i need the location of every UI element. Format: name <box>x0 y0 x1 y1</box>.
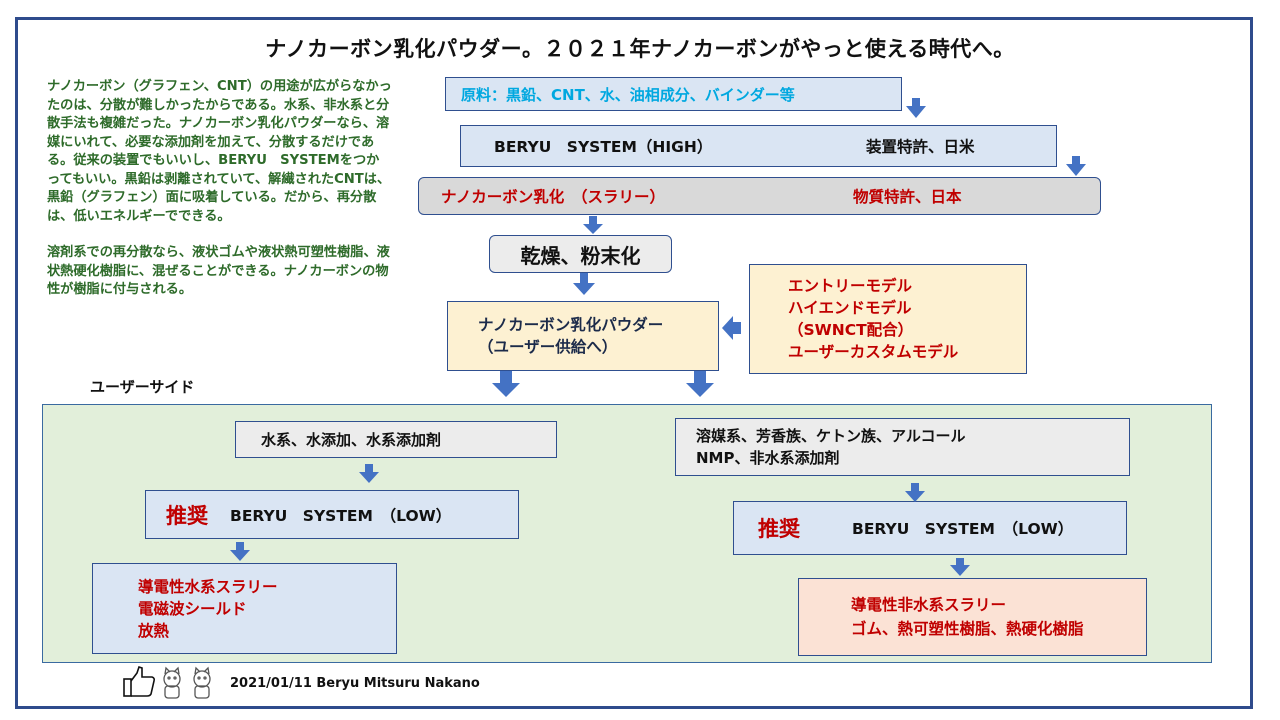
output-emi-shield: 電磁波シールド <box>138 599 247 618</box>
lucky-cat-icon-2 <box>193 666 211 699</box>
output-resins: ゴム、熱可塑性樹脂、熱硬化樹脂 <box>851 620 1084 638</box>
slurry-box: ナノカーボン乳化 （スラリー） 物質特許、日本 <box>418 177 1101 215</box>
model-entry: エントリーモデル <box>788 277 913 295</box>
raw-materials-box: 原料：黒鉛、CNT、水、油相成分、バインダー等 <box>445 77 902 111</box>
models-box: エントリーモデル ハイエンドモデル （SWNCT配合） ユーザーカスタムモデル <box>749 264 1027 374</box>
water-output-box: 導電性水系スラリー 電磁波シールド 放熱 <box>92 563 397 654</box>
slurry-label: ナノカーボン乳化 （スラリー） <box>441 188 665 206</box>
solvent-output-box: 導電性非水系スラリー ゴム、熱可塑性樹脂、熱硬化樹脂 <box>798 578 1147 656</box>
model-swnct: （SWNCT配合） <box>788 321 914 339</box>
description-para-1: ナノカーボン（グラフェン、CNT）の用途が広がらなかったのは、分散が難しかったか… <box>47 79 392 224</box>
arrow-slurry-to-dry <box>583 216 603 234</box>
solvent-system-box: 溶媒系、芳香族、ケトン族、アルコール NMP、非水系添加剤 <box>675 418 1130 476</box>
raw-materials-label: 原料：黒鉛、CNT、水、油相成分、バインダー等 <box>461 85 795 104</box>
device-patent-label: 装置特許、日米 <box>866 138 975 156</box>
solvent-system-label-2: NMP、非水系添加剤 <box>696 449 840 467</box>
description-text: ナノカーボン（グラフェン、CNT）の用途が広がらなかったのは、分散が難しかったか… <box>47 78 392 300</box>
right-system-low-label: BERYU SYSTEM （LOW） <box>852 520 1074 538</box>
page-title: ナノカーボン乳化パウダー。２０２１年ナノカーボンがやっと使える時代へ。 <box>265 37 1015 61</box>
right-recommend-label: 推奨 <box>758 517 800 541</box>
arrow-water-to-system <box>359 464 379 483</box>
model-high-end: ハイエンドモデル <box>788 299 912 317</box>
system-high-label: BERYU SYSTEM（HIGH） <box>494 138 713 156</box>
right-system-low-box: 推奨 BERYU SYSTEM （LOW） <box>733 501 1127 555</box>
solvent-system-label-1: 溶媒系、芳香族、ケトン族、アルコール <box>696 427 966 445</box>
water-system-box: 水系、水添加、水系添加剤 <box>235 421 557 458</box>
water-system-label: 水系、水添加、水系添加剤 <box>261 431 442 449</box>
arrow-powder-to-left <box>492 371 520 397</box>
arrow-system-to-solvent-output <box>950 558 970 576</box>
footer-credit: 2021/01/11 Beryu Mitsuru Nakano <box>230 676 480 691</box>
powder-supply-label: （ユーザー供給へ） <box>478 338 618 356</box>
arrow-powder-to-right <box>686 371 714 397</box>
description-para-2: 溶剤系での再分散なら、液状ゴムや液状熱可塑性樹脂、液状熱硬化樹脂に、混ぜることが… <box>47 245 390 297</box>
output-water-slurry: 導電性水系スラリー <box>138 577 278 596</box>
user-side-label: ユーザーサイド <box>90 378 195 396</box>
left-system-low-box: 推奨 BERYU SYSTEM （LOW） <box>145 490 519 539</box>
model-custom: ユーザーカスタムモデル <box>788 343 959 361</box>
powder-label: ナノカーボン乳化パウダー <box>478 316 664 334</box>
arrow-system-to-water-output <box>230 542 250 561</box>
arrow-raw-to-high <box>906 98 926 118</box>
powder-box: ナノカーボン乳化パウダー （ユーザー供給へ） <box>447 301 719 371</box>
left-system-low-label: BERYU SYSTEM （LOW） <box>230 506 452 525</box>
arrow-high-to-slurry <box>1066 156 1086 176</box>
dry-powder-label: 乾燥、粉末化 <box>520 243 641 268</box>
footer-icons <box>123 665 211 699</box>
output-solvent-slurry: 導電性非水系スラリー <box>851 596 1007 614</box>
thumbs-up-icon <box>123 665 156 697</box>
output-heat-dissipation: 放熱 <box>138 621 170 640</box>
arrow-dry-to-powder <box>573 273 595 295</box>
material-patent-label: 物質特許、日本 <box>853 188 962 206</box>
system-high-box: BERYU SYSTEM（HIGH） 装置特許、日米 <box>460 125 1057 167</box>
arrow-models-to-powder <box>722 316 741 340</box>
dry-powder-box: 乾燥、粉末化 <box>489 235 672 273</box>
lucky-cat-icon <box>163 666 181 699</box>
arrow-solvent-to-system <box>905 483 925 502</box>
left-recommend-label: 推奨 <box>166 503 208 528</box>
